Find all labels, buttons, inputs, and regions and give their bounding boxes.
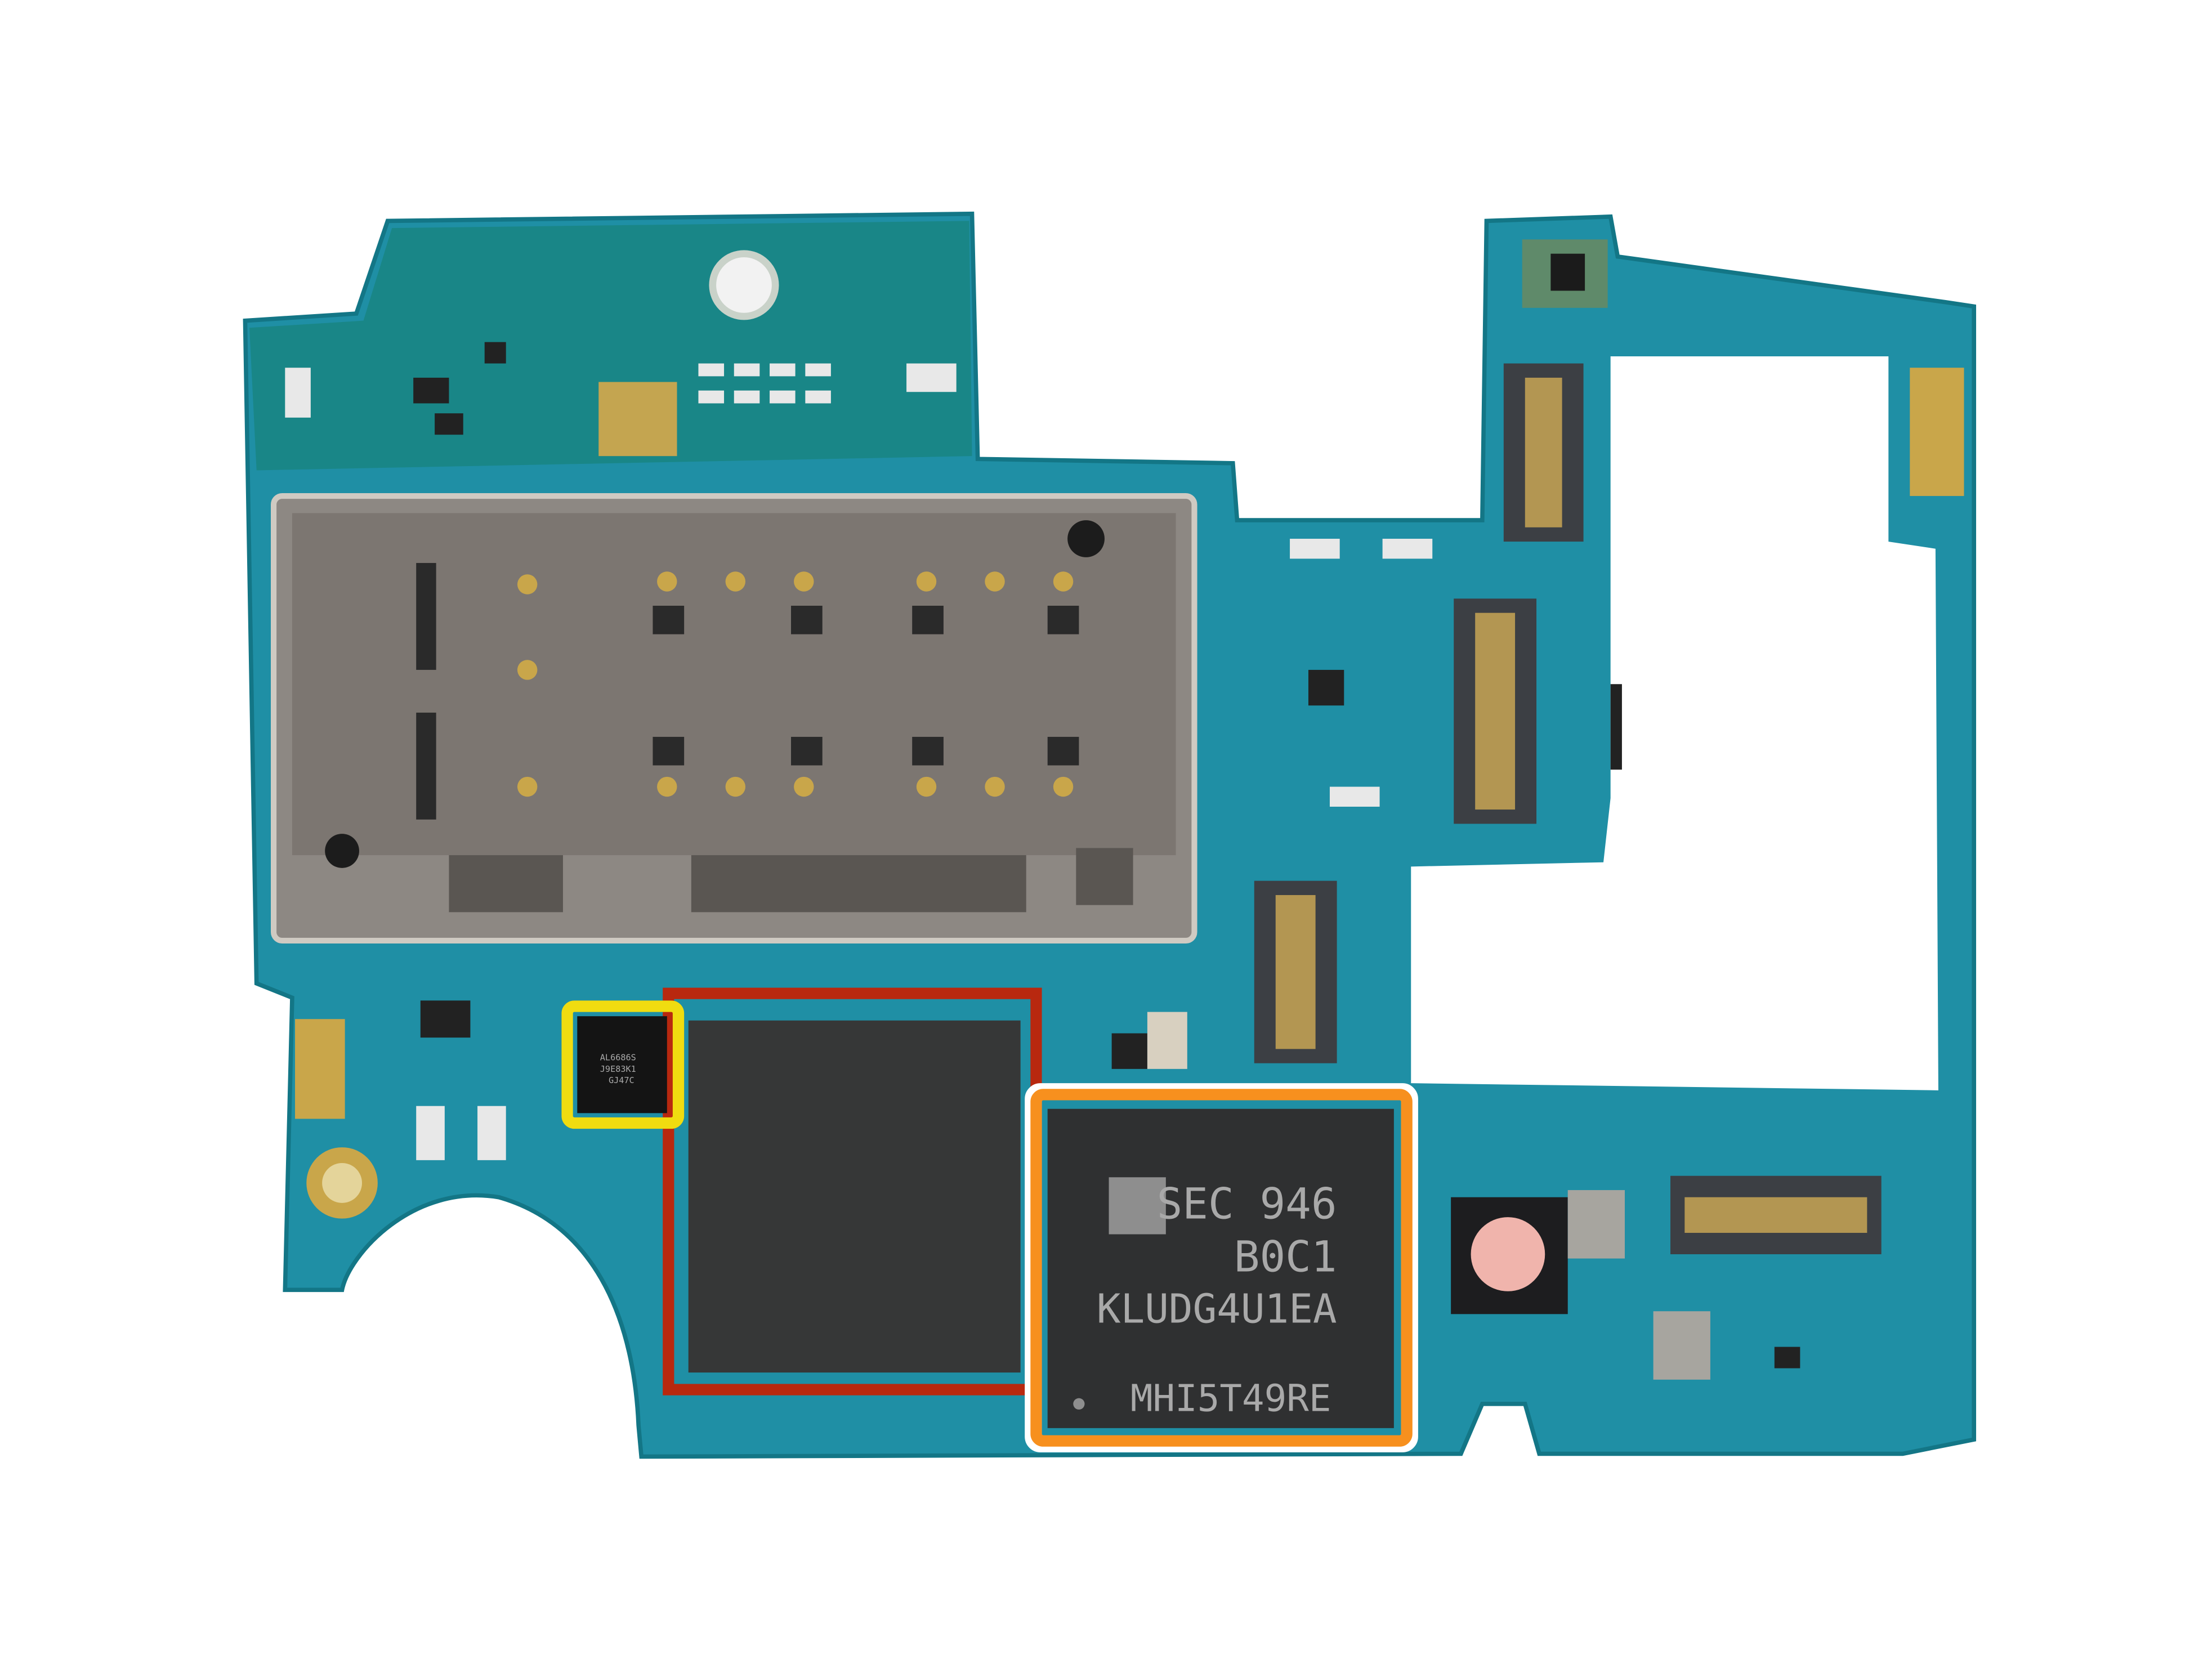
highlight-box-yellow [561,1000,685,1129]
storage-chip: SEC 946 B0C1 KLUDG4U1EA MHI5T49RE [1025,1083,1418,1452]
small-chip: AL6686S J9E83K1 GJ47C [561,1000,685,1129]
small-chip-line: GJ47C [609,1075,634,1085]
board-cutout [1411,356,1938,1090]
storage-chip-line: KLUDG4U1EA [1097,1285,1337,1332]
thermal-pad [1471,1217,1545,1291]
board-connector [1503,363,1584,542]
storage-chip-line: B0C1 [1234,1232,1337,1281]
storage-chip-line: MHI5T49RE [1130,1376,1331,1420]
mounting-hole [709,250,779,320]
storage-chip-line: SEC 946 [1157,1179,1337,1229]
highlight-box-orange [1030,1089,1413,1447]
processor-chip [663,987,1042,1396]
sim-card-tray [270,493,1197,944]
board-connector [1670,1175,1882,1254]
board-connector [1254,880,1337,1063]
board-connector [1454,598,1537,824]
small-chip-line: J9E83K1 [600,1064,636,1074]
small-chip-line: AL6686S [600,1053,636,1063]
qr-code [1109,1177,1166,1235]
